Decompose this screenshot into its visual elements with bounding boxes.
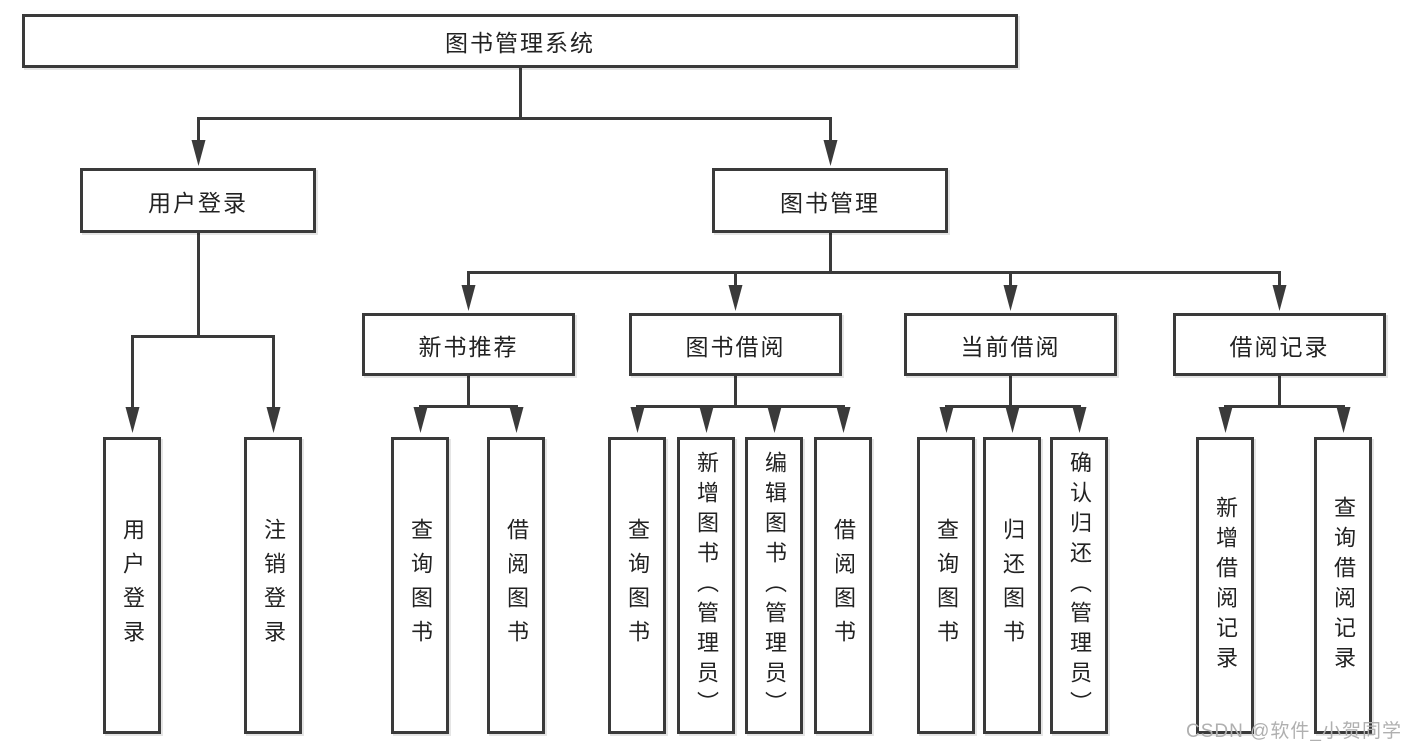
node-book-mgmt: 图书管理 [712, 168, 948, 233]
leaf-borrow-edit-admin-label: 编辑图书（管理员） [762, 450, 787, 721]
leaf-borrow-add-admin-label: 新增图书（管理员） [694, 450, 719, 721]
leaf-borrow-borrow: 借阅图书 [814, 437, 872, 734]
connector-new-book-to-leaves [413, 376, 524, 433]
leaf-user-login: 用户登录 [103, 437, 161, 734]
leaf-current-confirm-admin-label: 确认归还（管理员） [1067, 450, 1092, 721]
node-user-login: 用户登录 [80, 168, 316, 233]
leaf-records-query-label: 查询借阅记录 [1331, 495, 1356, 676]
leaf-logout-label: 注销登录 [261, 517, 286, 654]
node-book-borrow: 图书借阅 [629, 313, 842, 376]
leaf-current-return: 归还图书 [983, 437, 1041, 734]
leaf-records-add: 新增借阅记录 [1196, 437, 1254, 734]
leaf-current-confirm-admin: 确认归还（管理员） [1050, 437, 1108, 734]
connector-root-to-level2 [191, 67, 838, 166]
connector-book-borrow-to-leaves [630, 376, 851, 433]
leaf-borrow-query: 查询图书 [608, 437, 666, 734]
connector-current-borrow-to-leaves [939, 376, 1087, 433]
leaf-records-query: 查询借阅记录 [1314, 437, 1372, 734]
node-root-label: 图书管理系统 [445, 30, 595, 56]
node-current-borrow: 当前借阅 [904, 313, 1117, 376]
connector-user-login-to-leaves [125, 233, 281, 433]
node-book-borrow-label: 图书借阅 [685, 333, 786, 360]
leaf-logout: 注销登录 [244, 437, 302, 734]
node-new-book-recommend-label: 新书推荐 [418, 333, 519, 360]
watermark: CSDN @软件_小贺同学 [1186, 721, 1402, 742]
leaf-newbook-borrow-label: 借阅图书 [504, 517, 529, 654]
leaf-current-return-label: 归还图书 [1000, 517, 1025, 654]
connector-borrow-records-to-leaves [1218, 376, 1351, 433]
connector-book-mgmt-to-level3 [461, 233, 1287, 311]
leaf-borrow-borrow-label: 借阅图书 [831, 517, 856, 654]
leaf-current-query-label: 查询图书 [934, 517, 959, 654]
leaf-borrow-add-admin: 新增图书（管理员） [677, 437, 735, 734]
node-book-mgmt-label: 图书管理 [780, 189, 880, 216]
node-borrow-records-label: 借阅记录 [1229, 333, 1330, 360]
leaf-borrow-query-label: 查询图书 [625, 517, 650, 654]
node-borrow-records: 借阅记录 [1173, 313, 1386, 376]
leaf-records-add-label: 新增借阅记录 [1213, 495, 1238, 676]
leaf-newbook-borrow: 借阅图书 [487, 437, 545, 734]
leaf-current-query: 查询图书 [917, 437, 975, 734]
node-current-borrow-label: 当前借阅 [960, 333, 1061, 360]
node-user-login-label: 用户登录 [148, 189, 248, 216]
leaf-newbook-query-label: 查询图书 [408, 517, 433, 654]
node-new-book-recommend: 新书推荐 [362, 313, 575, 376]
leaf-borrow-edit-admin: 编辑图书（管理员） [745, 437, 803, 734]
leaf-user-login-label: 用户登录 [120, 517, 145, 654]
node-root: 图书管理系统 [22, 14, 1018, 68]
leaf-newbook-query: 查询图书 [391, 437, 449, 734]
